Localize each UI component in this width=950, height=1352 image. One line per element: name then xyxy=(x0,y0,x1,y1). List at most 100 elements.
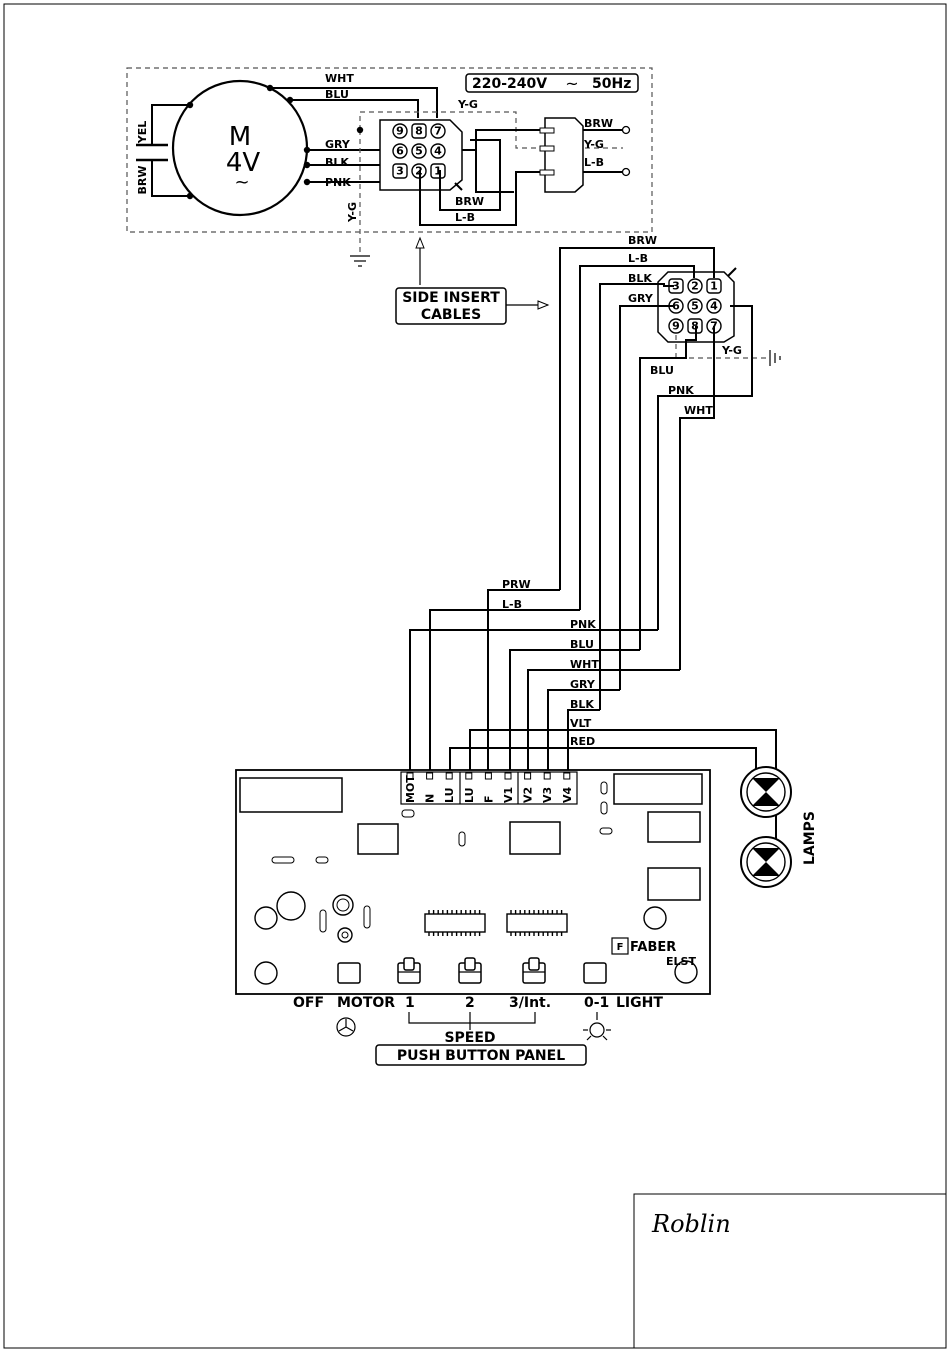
panel-label-box xyxy=(375,1044,587,1066)
connector-pin-number: 2 xyxy=(691,280,699,293)
terminal-label: BRW xyxy=(584,117,613,130)
terminal-label: V1 xyxy=(502,787,515,803)
bundle-wire-label: RED xyxy=(570,735,595,748)
faber-logo-icon xyxy=(611,937,629,955)
lamp-icon xyxy=(740,836,792,888)
connector-pin xyxy=(392,163,408,179)
wire-label: GRY xyxy=(628,292,654,305)
component-block xyxy=(647,811,701,843)
button-label-speed-3: 3/Int. xyxy=(509,995,551,1011)
wire-label: GRY xyxy=(325,138,351,151)
wire-label: BLK xyxy=(628,272,652,285)
terminal-screw xyxy=(543,772,551,780)
component-block xyxy=(647,867,701,901)
title-block xyxy=(633,1193,946,1348)
side-insert-line2: CABLES xyxy=(421,307,481,323)
ground-icon xyxy=(350,255,370,267)
side-insert-line1: SIDE INSERT xyxy=(402,290,500,306)
terminal-screw xyxy=(563,772,571,780)
connector-pin xyxy=(392,123,408,139)
supply-wave-symbol: ~ xyxy=(565,74,578,93)
wire-label: BLU xyxy=(325,88,349,101)
ic-chip xyxy=(506,913,568,933)
terminal-screw xyxy=(445,772,453,780)
speed-2-button[interactable] xyxy=(458,957,482,984)
bundle-wire-label: PNK xyxy=(570,618,596,631)
button-label-speed-1: 1 xyxy=(405,995,415,1011)
motor-off-button[interactable] xyxy=(337,962,361,984)
supply-voltage: 220-240V xyxy=(472,76,547,92)
capacitor-label-yel: YEL xyxy=(136,121,149,145)
terminal-label: N xyxy=(424,794,437,803)
side-insert-box xyxy=(395,287,507,325)
component-block xyxy=(357,823,399,855)
terminal-screw xyxy=(406,772,414,780)
motor-wave: ~ xyxy=(234,172,249,193)
bundle-wire-label: PRW xyxy=(502,578,531,591)
motor-unit-outline xyxy=(126,67,653,233)
wire-label: WHT xyxy=(684,404,713,417)
earth-label-top: Y-G xyxy=(457,98,478,111)
speed-label: SPEED xyxy=(444,1030,495,1046)
button-label-light-01: 0-1 xyxy=(584,995,609,1011)
button-label-speed-2: 2 xyxy=(465,995,475,1011)
connector-pin xyxy=(430,123,446,139)
ground-icon xyxy=(769,350,781,366)
speed-3-button[interactable] xyxy=(522,957,546,984)
wire-label: PNK xyxy=(325,176,351,189)
connector-pin-number: 6 xyxy=(672,300,680,313)
terminal-label: Y-G xyxy=(583,138,604,151)
button-label-off: OFF xyxy=(293,995,324,1011)
connector-pin-number: 4 xyxy=(710,300,718,313)
connector-pin-number: 9 xyxy=(396,125,404,138)
wire-label: BRW xyxy=(628,234,657,247)
connector-pin xyxy=(392,143,408,159)
terminal-label: V2 xyxy=(522,787,535,803)
right-earth-label: Y-G xyxy=(721,344,742,357)
terminal-screw xyxy=(504,772,512,780)
motor-spec: 4V xyxy=(226,148,261,178)
connector-pin-number: 5 xyxy=(691,300,699,313)
terminal-label: LU xyxy=(443,787,456,803)
supply-box xyxy=(465,73,639,93)
component-block xyxy=(509,821,561,855)
connector-pin-number: 5 xyxy=(415,145,423,158)
board-model: ELST xyxy=(666,955,696,968)
panel-label: PUSH BUTTON PANEL xyxy=(397,1048,565,1064)
light-button[interactable] xyxy=(583,962,607,984)
connector-pin xyxy=(687,298,703,314)
capacitor-label-brw: BRW xyxy=(136,166,149,195)
terminal-label: V3 xyxy=(541,787,554,803)
terminal-screw xyxy=(426,772,434,780)
wire-label: L-B xyxy=(455,211,475,224)
wire-label: PNK xyxy=(668,384,694,397)
svg-text:F: F xyxy=(617,942,624,953)
light-bulb-icon xyxy=(583,1012,611,1041)
terminal-screw xyxy=(484,772,492,780)
bundle-wire-label: GRY xyxy=(570,678,596,691)
connector-pin-number: 7 xyxy=(434,125,442,138)
connector-pin-number: 3 xyxy=(396,165,404,178)
connector-pin xyxy=(668,318,684,334)
connector-pin-number: 9 xyxy=(672,320,680,333)
connector-pin xyxy=(430,163,446,179)
earth-label-vertical: Y-G xyxy=(346,202,359,223)
motor-symbol: M xyxy=(229,122,251,152)
signature: Roblin xyxy=(651,1210,731,1238)
wire-label: BLU xyxy=(650,364,674,377)
lamp-icon xyxy=(740,766,792,818)
wire-label: BRW xyxy=(455,195,484,208)
connector-pin-number: 4 xyxy=(434,145,442,158)
bundle-wire-label: BLU xyxy=(570,638,594,651)
button-label-motor: MOTOR xyxy=(337,995,395,1011)
component-block xyxy=(613,773,703,805)
speed-1-button[interactable] xyxy=(397,957,421,984)
terminal-label: L-B xyxy=(584,156,604,169)
wire-label: BLK xyxy=(325,156,349,169)
terminal-label: MOT xyxy=(404,775,417,803)
supply-frequency: 50Hz xyxy=(592,76,631,92)
fan-icon xyxy=(336,1017,356,1037)
wire-label: L-B xyxy=(628,252,648,265)
bundle-wire-label: BLK xyxy=(570,698,594,711)
